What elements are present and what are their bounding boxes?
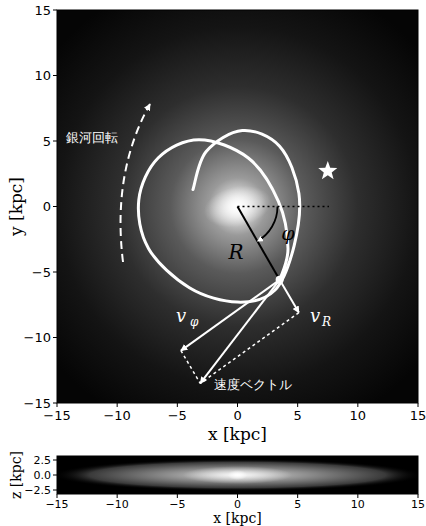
parallelogram-line: [181, 351, 200, 384]
tick-label: −10: [103, 409, 130, 422]
tick-label: −5: [32, 266, 51, 279]
tick-mark: [357, 494, 358, 498]
tick-mark: [53, 10, 57, 11]
axis-title: y [kpc]: [7, 177, 24, 236]
tick-label: 10: [351, 499, 365, 510]
tick-label: −15: [45, 499, 68, 510]
tick-mark: [53, 490, 57, 491]
velocity-subscript: φ: [190, 316, 198, 328]
radius-symbol: R: [229, 242, 244, 262]
tick-label: 5: [43, 135, 51, 148]
tick-mark: [418, 494, 419, 498]
tick-label: 10: [35, 69, 52, 82]
tick-label: 15: [35, 4, 52, 17]
axis-title: x [kpc]: [208, 426, 267, 443]
tick-label: −10: [24, 331, 51, 344]
rotation-arrow: [121, 104, 150, 262]
velocity-arrow: [200, 280, 279, 383]
tick-mark: [53, 75, 57, 76]
axis-title: x [kpc]: [213, 511, 262, 525]
tick-mark: [53, 272, 57, 273]
tick-label: 0: [233, 409, 241, 422]
tick-mark: [237, 494, 238, 498]
axis-title: z [kpc]: [9, 451, 23, 499]
tick-label: 0.0: [34, 470, 52, 481]
velocity-symbol: v: [176, 307, 186, 325]
velocity-subscript: R: [322, 316, 331, 328]
azimuthal-velocity-arrow: [181, 280, 280, 351]
parallelogram-line: [200, 313, 299, 384]
tick-label: 10: [350, 409, 367, 422]
tick-mark: [53, 206, 57, 207]
tick-label: 5: [294, 409, 302, 422]
tick-mark: [357, 403, 358, 407]
tick-label: 2.5: [34, 455, 52, 466]
tick-mark: [117, 494, 118, 498]
radius-line: [238, 207, 280, 280]
tick-mark: [297, 403, 298, 407]
tick-label: 0: [43, 200, 51, 213]
star-position: [276, 276, 284, 284]
tick-label: 5: [294, 499, 301, 510]
tick-label: −5: [169, 499, 185, 510]
tick-label: −15: [24, 397, 51, 410]
annotation: 銀河回転: [66, 131, 118, 144]
tick-label: −5: [168, 409, 187, 422]
tick-mark: [418, 403, 419, 407]
annotation: 速度ベクトル: [214, 378, 292, 391]
tick-mark: [53, 475, 57, 476]
radial-velocity-arrow: [280, 280, 299, 313]
reference-line: [238, 206, 329, 208]
tick-mark: [177, 494, 178, 498]
stellar-orbit: [138, 130, 299, 302]
tick-mark: [57, 494, 58, 498]
sun-star-symbol: [318, 161, 337, 179]
angle-arc: [257, 207, 277, 242]
tick-mark: [297, 494, 298, 498]
tick-mark: [57, 403, 58, 407]
angle-symbol: φ: [281, 224, 294, 243]
tick-mark: [53, 337, 57, 338]
tick-label: 0: [234, 499, 241, 510]
velocity-symbol: v: [310, 307, 320, 325]
tick-label: −2.5: [24, 485, 51, 496]
tick-mark: [53, 403, 57, 404]
tick-mark: [53, 141, 57, 142]
tick-label: −15: [43, 409, 70, 422]
tick-mark: [53, 460, 57, 461]
tick-label: 15: [411, 499, 425, 510]
tick-mark: [117, 403, 118, 407]
tick-label: −10: [106, 499, 129, 510]
tick-label: 15: [410, 409, 426, 422]
tick-mark: [237, 403, 238, 407]
tick-mark: [177, 403, 178, 407]
